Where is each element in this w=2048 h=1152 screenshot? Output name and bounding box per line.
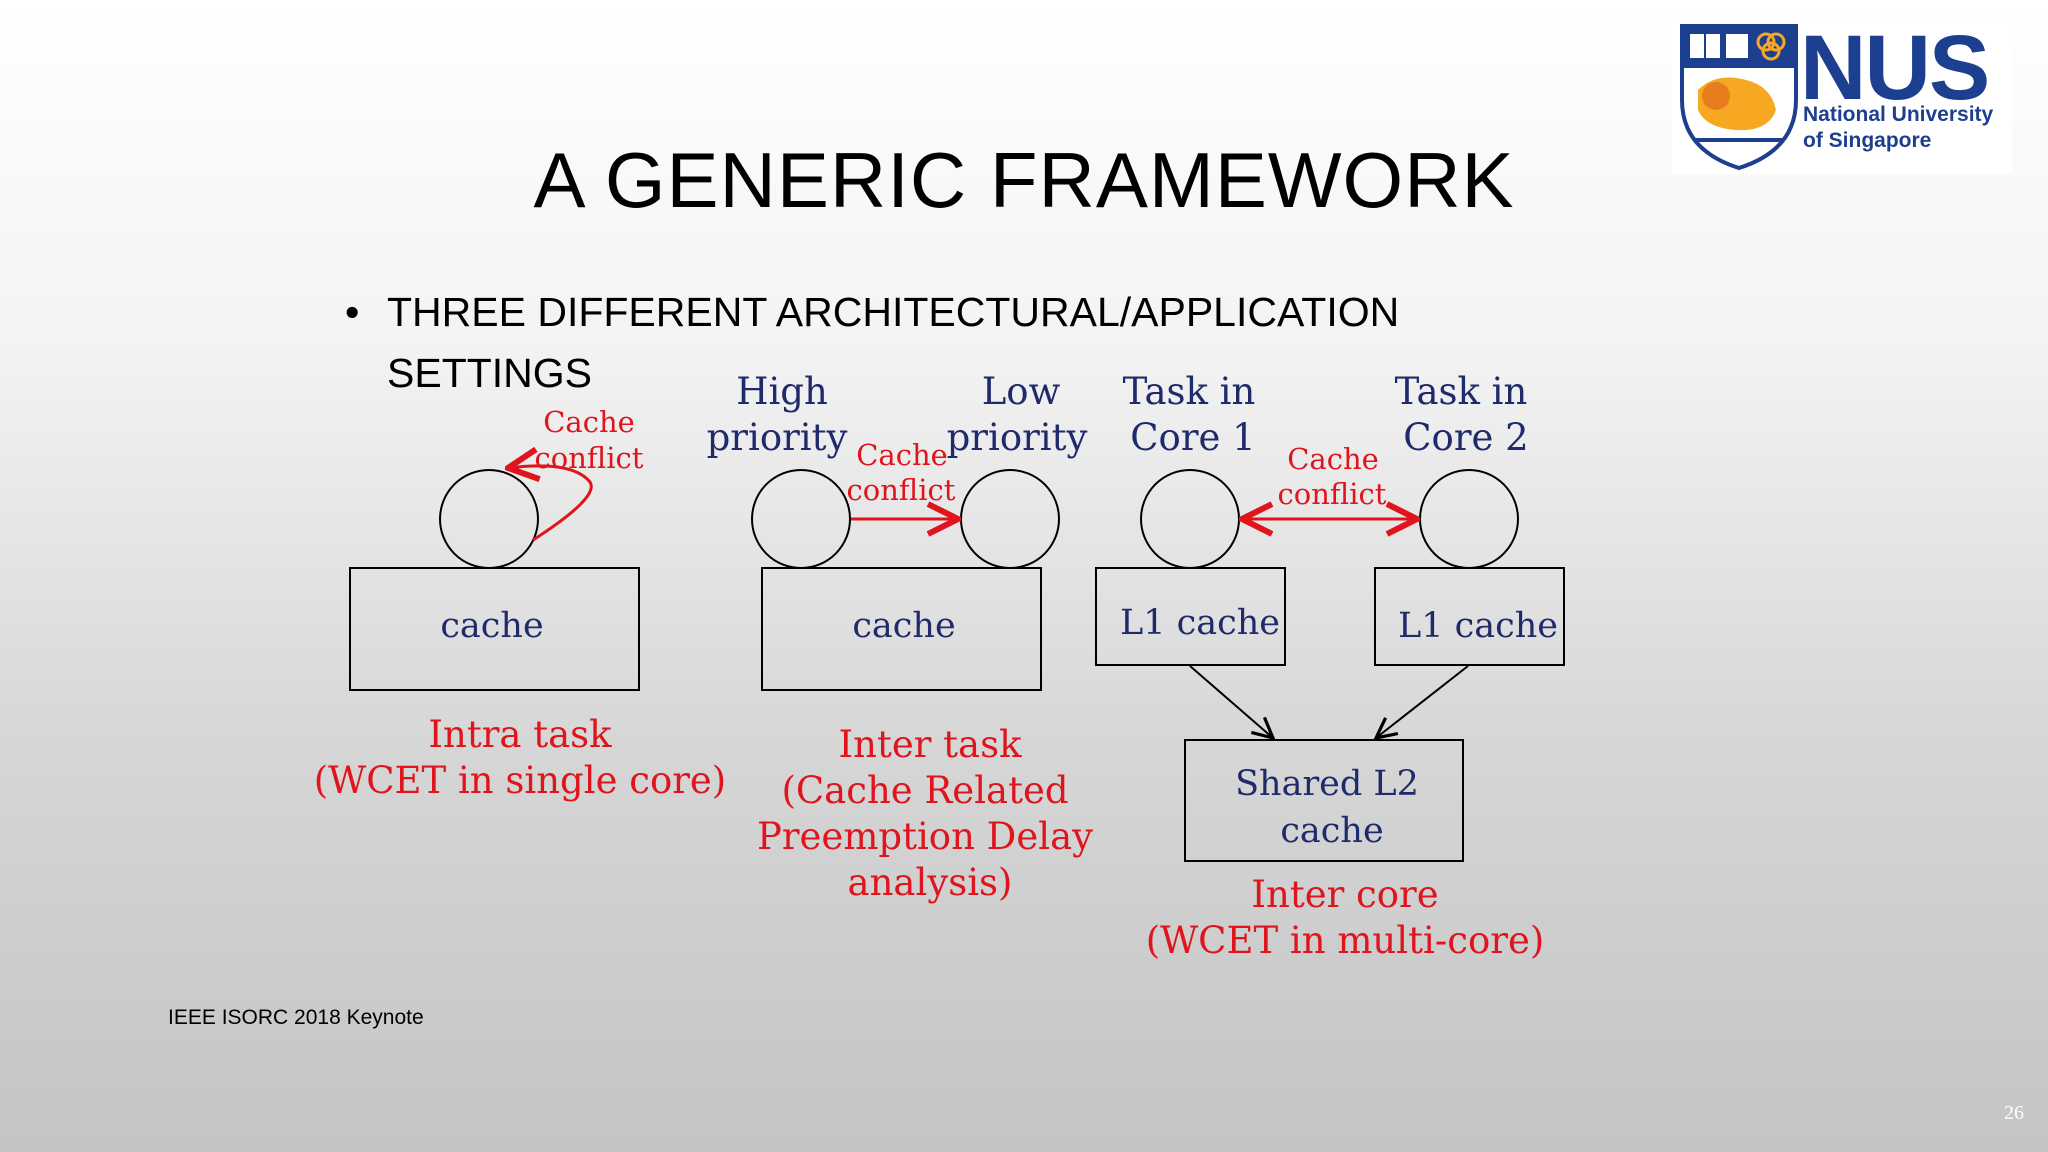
inter-core-caption-1: Inter core bbox=[1251, 873, 1438, 916]
core2-task-label-1: Task in bbox=[1395, 370, 1528, 413]
slide-title: A GENERIC FRAMEWORK bbox=[533, 136, 1515, 224]
logo-name-line1: National University bbox=[1803, 103, 1994, 126]
low-priority-label-1: Low bbox=[982, 370, 1061, 413]
high-priority-label-1: High bbox=[736, 370, 828, 413]
intra-cache-label: cache bbox=[440, 606, 543, 646]
inter-task-caption-3: Preemption Delay bbox=[757, 815, 1093, 858]
low-priority-label-2: priority bbox=[947, 416, 1088, 459]
intra-task-circle bbox=[439, 469, 539, 569]
core1-task-circle bbox=[1140, 469, 1240, 569]
inter-task-cache-label: cache bbox=[852, 606, 955, 646]
l1-left-to-l2-arrow bbox=[1189, 665, 1273, 738]
footer-conference: IEEE ISORC 2018 Keynote bbox=[168, 1006, 424, 1029]
inter-task-caption-4: analysis) bbox=[848, 861, 1013, 904]
intra-task-setting: Cache conflict cache Intra task (WCET in… bbox=[314, 405, 727, 802]
core1-task-label-1: Task in bbox=[1123, 370, 1256, 413]
shared-l2-label-1: Shared L2 bbox=[1235, 764, 1419, 804]
logo-acronym: NUS bbox=[1800, 17, 1990, 119]
page-number: 26 bbox=[2004, 1102, 2024, 1124]
core2-task-label-2: Core 2 bbox=[1403, 416, 1528, 459]
inter-task-conflict-label-1: Cache bbox=[856, 438, 948, 472]
l1-cache-left-label: L1 cache bbox=[1120, 603, 1280, 643]
l1-cache-right-box bbox=[1374, 567, 1565, 666]
intra-caption-2: (WCET in single core) bbox=[314, 759, 727, 802]
intra-conflict-label-2: conflict bbox=[535, 441, 644, 475]
nus-logo: NUS National University of Singapore bbox=[1672, 17, 2012, 174]
inter-core-conflict-label-1: Cache bbox=[1287, 442, 1379, 476]
inter-task-caption-1: Inter task bbox=[839, 723, 1023, 766]
low-priority-circle bbox=[960, 469, 1060, 569]
inter-core-setting: Task in Core 1 Task in Core 2 Cache conf… bbox=[1095, 370, 1565, 962]
intra-caption-1: Intra task bbox=[428, 713, 612, 756]
intra-conflict-label-1: Cache bbox=[543, 405, 635, 439]
high-priority-label-2: priority bbox=[707, 416, 848, 459]
l1-right-to-l2-arrow bbox=[1376, 665, 1469, 738]
high-priority-circle bbox=[751, 469, 851, 569]
intra-cache-box bbox=[349, 567, 640, 691]
logo-name-line2: of Singapore bbox=[1803, 129, 1932, 152]
inter-task-cache-box bbox=[761, 567, 1042, 691]
nus-crest-icon bbox=[1680, 24, 1798, 170]
logo-name: National University of Singapore bbox=[1803, 102, 1993, 154]
core2-task-circle bbox=[1419, 469, 1519, 569]
inter-task-setting: High priority Low priority Cache conflic… bbox=[707, 370, 1094, 904]
bullet-text: THREE DIFFERENT ARCHITECTURAL/APPLICATIO… bbox=[387, 289, 1400, 396]
inter-core-caption-2: (WCET in multi-core) bbox=[1146, 919, 1545, 962]
l1-cache-left-box bbox=[1095, 567, 1286, 666]
core1-task-label-2: Core 1 bbox=[1130, 416, 1255, 459]
inter-task-conflict-label-2: conflict bbox=[847, 473, 956, 507]
inter-task-caption-2: (Cache Related bbox=[781, 769, 1068, 812]
shared-l2-cache-box bbox=[1184, 739, 1464, 862]
shared-l2-label-2: cache bbox=[1280, 811, 1383, 851]
inter-core-conflict-label-2: conflict bbox=[1278, 477, 1387, 511]
bullet-marker: • bbox=[345, 289, 360, 335]
l1-cache-right-label: L1 cache bbox=[1398, 606, 1558, 646]
intra-self-conflict-arrow bbox=[508, 466, 593, 542]
